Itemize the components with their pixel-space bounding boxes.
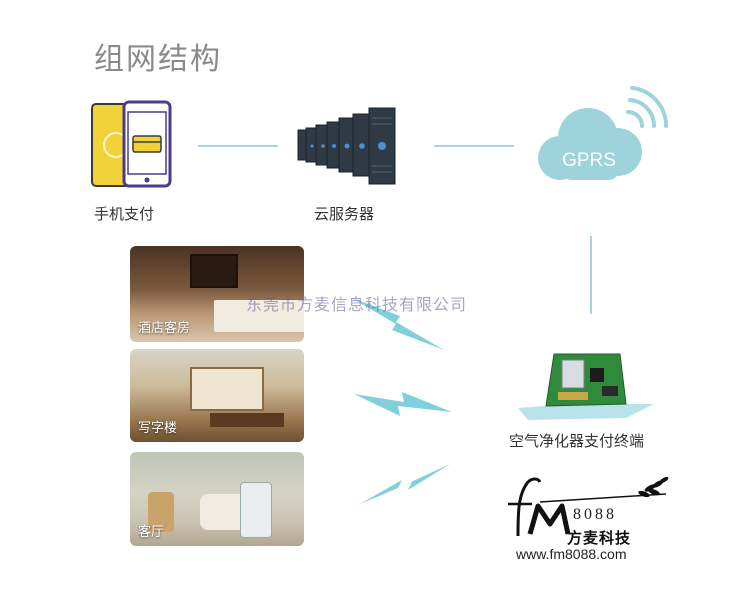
hotel-room-image: 酒店客房: [130, 246, 304, 342]
gprs-label: GPRS: [562, 150, 616, 171]
connector-line: [198, 145, 278, 147]
purifier-shape: [240, 482, 272, 538]
lightning-icon: [352, 298, 444, 350]
phone-payment-label: 手机支付: [94, 205, 155, 223]
plant-shape: [148, 492, 174, 532]
logo-code: 8088: [573, 506, 617, 523]
lightning-icon: [354, 392, 452, 416]
window-shape: [190, 367, 264, 411]
desk-shape: [210, 413, 284, 427]
bed-shape: [214, 300, 304, 332]
payment-terminal-module-icon: [518, 353, 654, 420]
office-image: 写字楼: [130, 349, 304, 442]
lightning-icon: [360, 464, 450, 504]
room-label: 酒店客房: [138, 321, 191, 336]
phone-payment-icon: [91, 100, 172, 188]
page-title: 组网结构: [94, 42, 222, 77]
gprs-cloud-icon: [538, 86, 669, 180]
company-watermark: 东莞市方麦信息科技有限公司: [246, 295, 468, 314]
website-link[interactable]: www.fm8088.com: [516, 546, 627, 562]
cloud-server-label: 云服务器: [314, 205, 375, 223]
fm-logo-icon: [508, 476, 669, 537]
connector-line: [590, 236, 592, 314]
server-rack-icon: [297, 107, 396, 185]
room-label: 客厅: [138, 525, 165, 540]
living-room-image: 客厅: [130, 452, 304, 546]
terminal-label: 空气净化器支付终端: [509, 432, 645, 450]
tv-shape: [190, 254, 238, 288]
logo-brand-name: 方麦科技: [567, 529, 632, 547]
connector-line: [434, 145, 514, 147]
room-label: 写字楼: [138, 421, 178, 436]
